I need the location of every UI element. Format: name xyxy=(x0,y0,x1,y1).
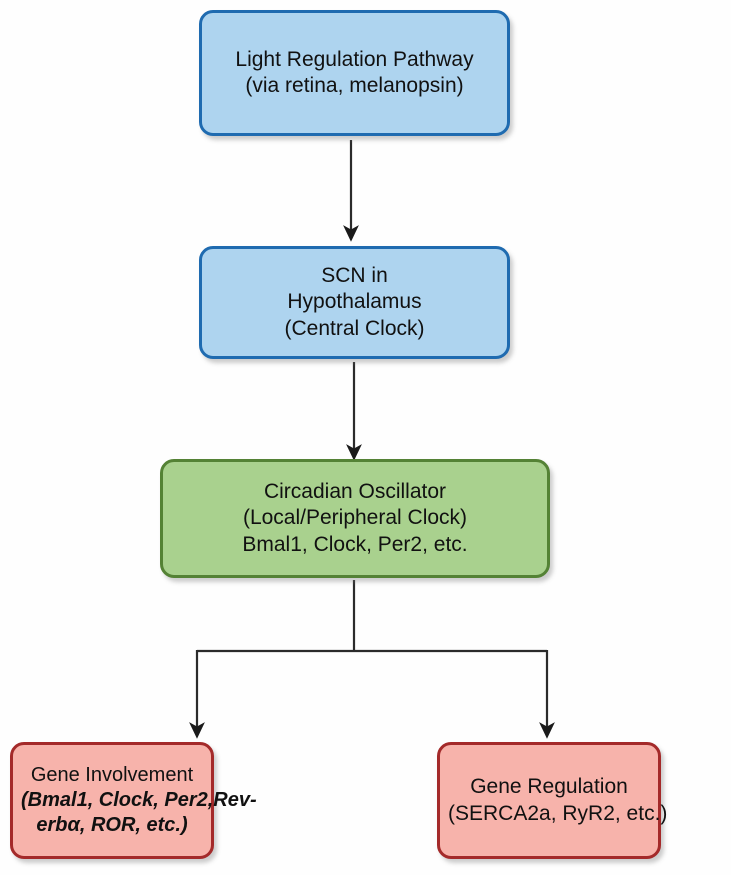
node-oscillator-line-1: Circadian Oscillator xyxy=(263,479,447,503)
node-light-regulation-label: Light Regulation Pathway (via retina, me… xyxy=(210,47,499,100)
node-oscillator-line-2: (Local/Peripheral Clock) xyxy=(242,506,468,530)
node-scn-label: SCN in Hypothalamus (Central Clock) xyxy=(210,263,499,342)
node-gene-regulation[interactable]: Gene Regulation (SERCA2a, RyR2, etc.) xyxy=(437,742,668,859)
node-gene-regulation-label: Gene Regulation (SERCA2a, RyR2, etc.) xyxy=(448,774,668,827)
node-gene-involvement[interactable]: Gene Involvement (Bmal1, Clock, Per2,Rev… xyxy=(10,742,257,859)
node-gene-involvement-line-2: (Bmal1, Clock, Per2,Rev- xyxy=(21,788,257,811)
node-light-regulation-line-1: Light Regulation Pathway xyxy=(235,47,474,71)
node-scn-line-3: (Central Clock) xyxy=(284,316,425,340)
node-gene-involvement-line-3: erbα, ROR, etc.) xyxy=(36,814,188,837)
node-oscillator-label: Circadian Oscillator (Local/Peripheral C… xyxy=(171,479,539,558)
node-gene-regulation-line-1: Gene Regulation xyxy=(470,775,628,799)
node-gene-involvement-label: Gene Involvement (Bmal1, Clock, Per2,Rev… xyxy=(21,763,257,839)
node-circadian-oscillator[interactable]: Circadian Oscillator (Local/Peripheral C… xyxy=(160,459,550,578)
node-scn-line-2: Hypothalamus xyxy=(287,290,422,314)
node-gene-regulation-line-2: (SERCA2a, RyR2, etc.) xyxy=(448,801,668,825)
node-light-regulation-line-2: (via retina, melanopsin) xyxy=(245,74,464,97)
edge-oscillator-fork-stem xyxy=(197,580,547,653)
node-scn-hypothalamus[interactable]: SCN in Hypothalamus (Central Clock) xyxy=(199,246,510,359)
node-light-regulation-pathway[interactable]: Light Regulation Pathway (via retina, me… xyxy=(199,10,510,136)
node-gene-involvement-line-1: Gene Involvement xyxy=(30,763,194,786)
node-scn-line-1: SCN in xyxy=(321,263,388,287)
node-oscillator-line-3: Bmal1, Clock, Per2, etc. xyxy=(242,532,468,556)
